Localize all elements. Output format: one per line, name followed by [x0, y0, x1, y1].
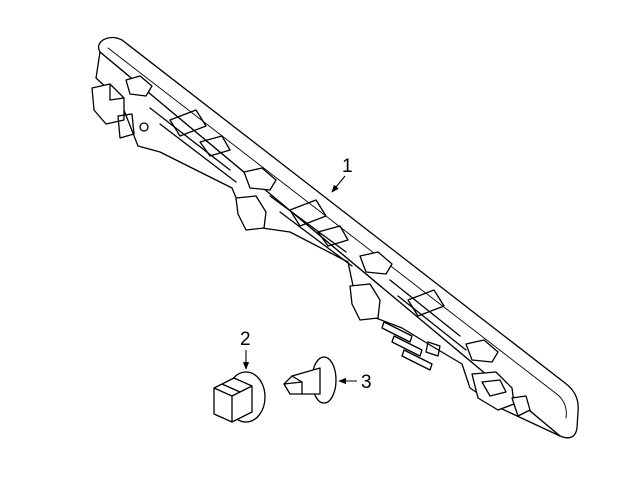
clip-hole-1	[139, 122, 149, 132]
callout-3: 3	[338, 372, 372, 393]
nut-body	[213, 377, 253, 423]
mount-tab-1	[125, 75, 153, 97]
callout-1-label: 1	[342, 156, 353, 177]
callout-1-leader	[331, 175, 346, 193]
right-end-knob	[511, 395, 531, 417]
mount-tab-3	[359, 251, 393, 275]
lamp-lens-outline	[97, 36, 579, 439]
mount-tab-4	[465, 339, 499, 363]
callout-2-label: 2	[240, 329, 251, 350]
third-brake-lamp	[91, 36, 579, 439]
mid-bracket-1	[235, 195, 267, 231]
callout-1: 1	[331, 156, 353, 193]
callout-3-label: 3	[361, 372, 372, 393]
mount-tab-2	[243, 167, 277, 191]
lamp-lens-rim	[107, 47, 567, 419]
screw	[283, 356, 337, 404]
lamp-housing-body	[95, 51, 561, 437]
screw-shank	[283, 367, 321, 395]
callout-2: 2	[240, 329, 251, 370]
mid-bracket-2	[349, 283, 381, 321]
push-nut	[213, 371, 266, 423]
